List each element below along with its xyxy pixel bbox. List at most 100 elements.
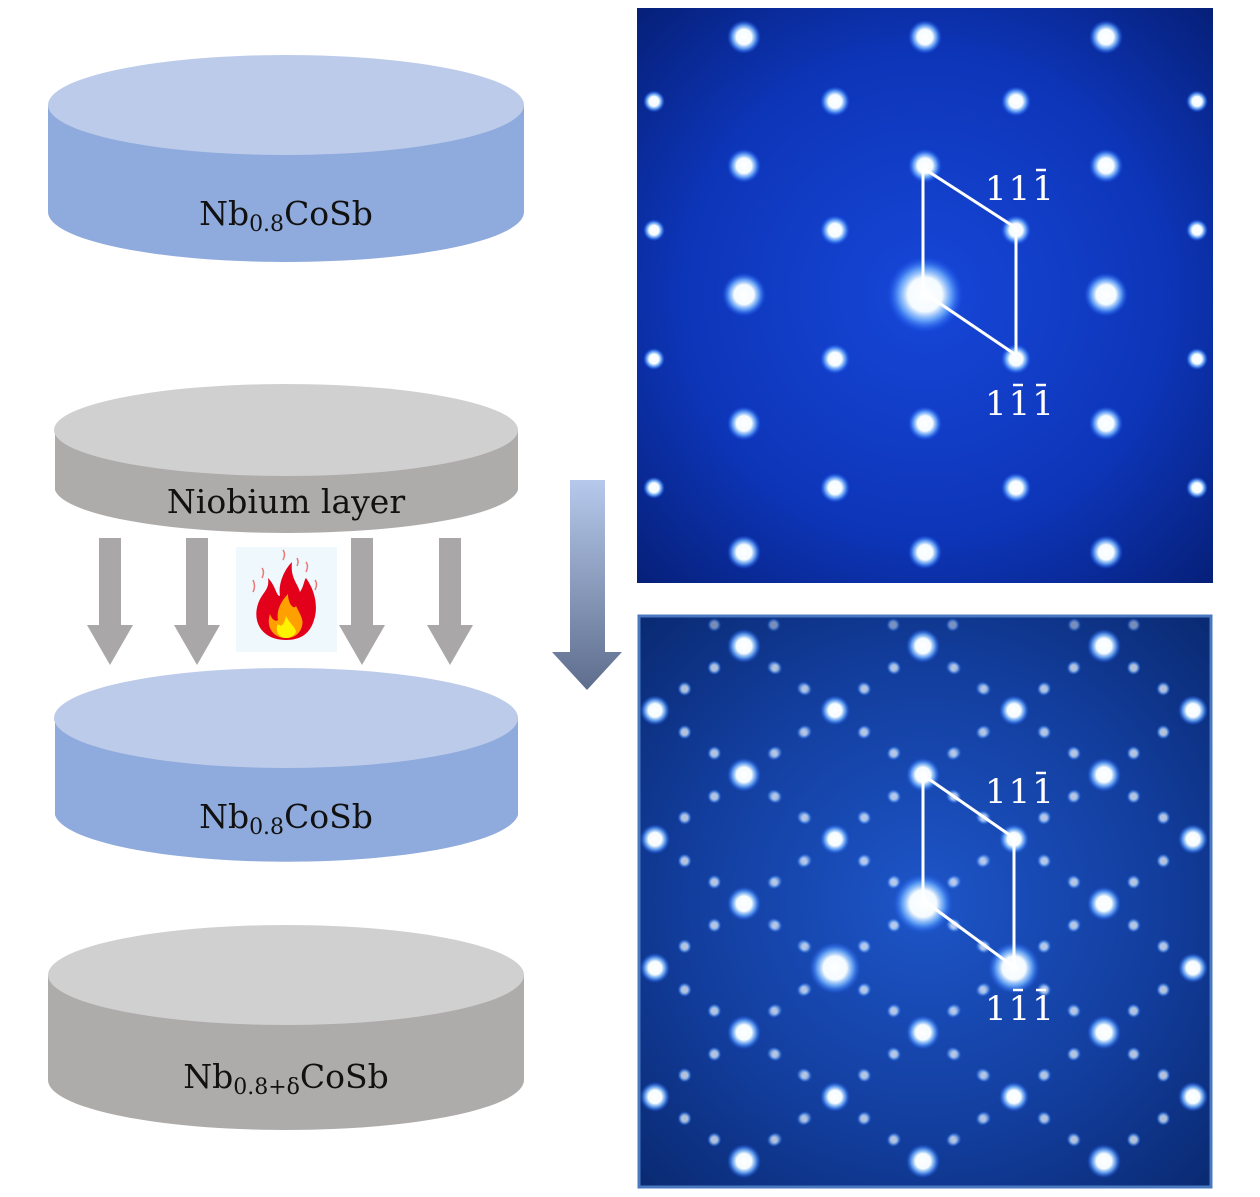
satellite-spot: [1156, 854, 1171, 869]
satellite-spot: [1066, 918, 1081, 933]
disk-label: Nb0.8CoSb: [199, 194, 373, 237]
diffraction-spot: [820, 824, 850, 855]
satellite-spot: [677, 1068, 692, 1083]
satellite-spot: [707, 661, 722, 676]
diffraction-spot: [1178, 953, 1208, 983]
satellite-spot: [945, 1133, 960, 1148]
process-arrow: [552, 480, 622, 690]
satellite-spot: [1126, 918, 1141, 933]
diffraction-spot: [1087, 757, 1121, 792]
disk-label: Nb0.8+δCoSb: [183, 1057, 389, 1100]
satellite-spot: [768, 1047, 783, 1062]
satellite-spot: [677, 811, 692, 826]
satellite-spot: [887, 918, 902, 933]
diffraction-spot: [820, 472, 850, 503]
satellite-spot: [886, 746, 901, 761]
disk-label: Nb0.8CoSb: [199, 797, 373, 840]
satellite-spot: [707, 746, 722, 761]
diffraction-spot: [893, 873, 953, 934]
satellite-spot: [887, 1047, 902, 1062]
disk-annealed-sample: Nb0.8CoSb: [54, 668, 518, 862]
diffusion-arrows: [87, 538, 473, 665]
diffraction-spot: [1186, 90, 1208, 113]
satellite-spot: [796, 983, 811, 998]
satellite-spot: [1126, 617, 1141, 632]
satellite-spot: [886, 617, 901, 632]
satellite-spot: [766, 1133, 781, 1148]
diffraction-spot: [640, 953, 670, 983]
down-arrow-icon: [339, 538, 385, 665]
flame-icon: [236, 547, 337, 652]
diffraction-spot: [908, 535, 942, 570]
satellite-spot: [1126, 1047, 1141, 1062]
satellite-spot: [707, 1047, 722, 1062]
diffraction-spot: [1001, 472, 1031, 503]
diffraction-spot: [640, 695, 670, 726]
diffraction-spot: [1087, 629, 1121, 663]
satellite-spot: [1156, 939, 1171, 954]
satellite-spot: [1036, 939, 1051, 954]
satellite-spot: [707, 789, 722, 804]
satellite-spot: [677, 983, 692, 998]
diffraction-spot: [643, 219, 665, 242]
satellite-spot: [857, 811, 872, 826]
diffraction-spot: [1001, 86, 1031, 117]
satellite-spot: [677, 682, 692, 697]
diffraction-spot: [727, 148, 761, 183]
satellite-spot: [796, 854, 811, 869]
satellite-spot: [856, 725, 871, 740]
diffraction-spot: [988, 942, 1040, 994]
diffraction-spot: [1089, 406, 1123, 441]
satellite-spot: [1126, 746, 1141, 761]
diffraction-spot: [906, 629, 940, 663]
diffraction-spot: [643, 476, 665, 499]
diffraction-spot: [999, 1081, 1029, 1112]
satellite-spot: [1037, 1111, 1052, 1126]
satellite-spot: [766, 617, 781, 632]
satellite-spot: [707, 875, 722, 890]
satellite-spot: [677, 725, 692, 740]
unit-cell-outline: [921, 773, 1016, 969]
satellite-spot: [977, 1068, 992, 1083]
diffraction-spot: [906, 1015, 940, 1050]
diffraction-spot: [820, 344, 850, 374]
satellite-spot: [1067, 875, 1082, 890]
unit-cell-outline: [921, 166, 1018, 357]
satellite-spot: [766, 746, 781, 761]
diffraction-spot: [820, 86, 850, 117]
diffraction-spot: [727, 1015, 761, 1050]
satellite-spot: [707, 617, 722, 632]
satellite-spot: [1066, 1047, 1081, 1062]
satellite-spot: [886, 1004, 901, 1019]
disk-niobium-layer: Niobium layer: [54, 384, 518, 533]
satellite-spot: [798, 1068, 813, 1083]
satellite-spot: [856, 983, 871, 998]
miller-index-label: 111: [985, 989, 1054, 1029]
satellite-spot: [1126, 875, 1141, 890]
satellite-spot: [1126, 1133, 1141, 1148]
satellite-spot: [887, 661, 902, 676]
satellite-spot: [1126, 1004, 1141, 1019]
satellite-spot: [975, 983, 990, 998]
satellite-spot: [1067, 1004, 1082, 1019]
satellite-spot: [796, 1111, 811, 1126]
satellite-spot: [677, 1111, 692, 1126]
satellite-spot: [766, 1004, 781, 1019]
diffraction-spot: [809, 942, 861, 994]
diffraction-spot: [640, 1081, 670, 1112]
diffraction-spot: [820, 1081, 850, 1112]
satellite-spot: [1066, 661, 1081, 676]
diffraction-spot: [1087, 1144, 1121, 1179]
diffraction-spot: [1089, 148, 1123, 183]
satellite-spot: [1156, 811, 1171, 826]
diffraction-spot: [1186, 476, 1208, 499]
diffraction-spot: [1089, 535, 1123, 570]
diffraction-spot: [727, 406, 761, 441]
down-arrow-icon: [174, 538, 220, 665]
diffraction-spot: [908, 20, 942, 54]
satellite-spot: [1036, 811, 1051, 826]
disk-top-sample: Nb0.8CoSb: [48, 55, 524, 262]
satellite-spot: [1126, 661, 1141, 676]
satellite-spot: [857, 939, 872, 954]
